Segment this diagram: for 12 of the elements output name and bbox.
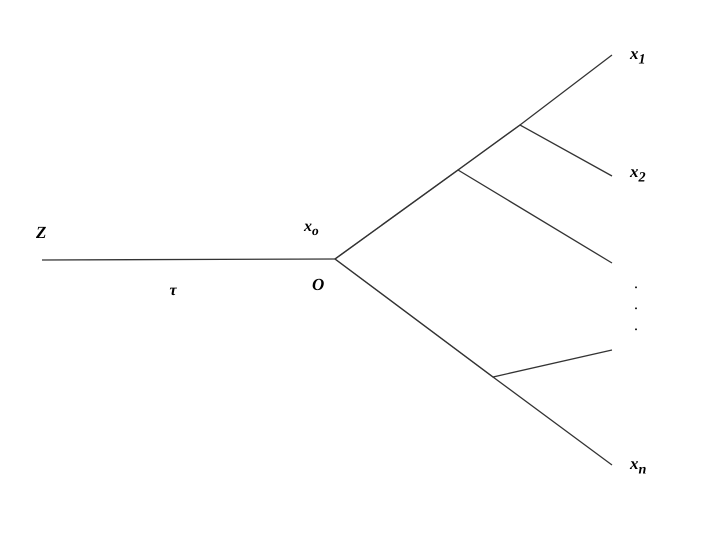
ellipsis-dot: . xyxy=(634,276,638,292)
node-label: O xyxy=(312,276,335,296)
node-label: x$_{1}$ xyxy=(612,45,654,67)
ellipsis-dot: . xyxy=(634,297,638,313)
branch-line xyxy=(42,258,335,261)
ellipsis-dot: . xyxy=(634,318,638,334)
branch-line xyxy=(334,258,612,378)
node-label: x$_{n}$ xyxy=(612,455,654,477)
node-label: Z xyxy=(36,224,56,260)
node-label: x$_{2}$ xyxy=(612,163,654,185)
node-annotation: x$_{o}$ xyxy=(304,219,319,238)
branch-line xyxy=(334,169,612,264)
